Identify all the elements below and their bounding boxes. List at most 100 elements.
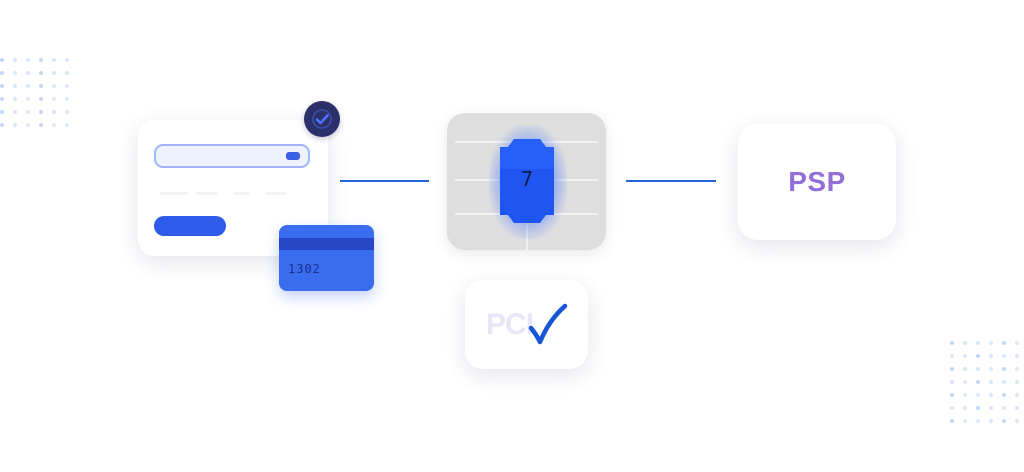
decorative-dot: [1015, 367, 1019, 371]
decorative-dot: [13, 84, 17, 88]
card-number: 1302: [288, 262, 321, 276]
decorative-dot: [963, 354, 967, 358]
dot-pattern-top-left: [0, 58, 69, 127]
decorative-dot: [963, 419, 967, 423]
decorative-dot: [65, 110, 69, 114]
decorative-dot: [950, 406, 954, 410]
decorative-dot: [976, 419, 980, 423]
decorative-dot: [989, 393, 993, 397]
decorative-dot: [1015, 341, 1019, 345]
decorative-dot: [65, 123, 69, 127]
pay-button[interactable]: [154, 216, 226, 236]
card-input-field[interactable]: [154, 144, 310, 168]
decorative-dot: [52, 97, 56, 101]
decorative-dot: [1002, 367, 1006, 371]
decorative-dot: [0, 84, 4, 88]
dot-pattern-bottom-right: [950, 341, 1019, 423]
decorative-dot: [65, 58, 69, 62]
decorative-dot: [39, 110, 43, 114]
decorative-dot: [950, 419, 954, 423]
decorative-dot: [26, 97, 30, 101]
decorative-dot: [989, 380, 993, 384]
decorative-dot: [0, 58, 4, 62]
decorative-dot: [39, 123, 43, 127]
decorative-dot: [1002, 354, 1006, 358]
decorative-dot: [963, 341, 967, 345]
decorative-dot: [1015, 393, 1019, 397]
decorative-dot: [13, 123, 17, 127]
decorative-dot: [39, 84, 43, 88]
decorative-dot: [963, 367, 967, 371]
decorative-dot: [989, 354, 993, 358]
decorative-dot: [0, 71, 4, 75]
connector-chip-to-psp: [626, 180, 716, 182]
decorative-dot: [52, 110, 56, 114]
decorative-dot: [989, 367, 993, 371]
decorative-dot: [1002, 406, 1006, 410]
decorative-dot: [989, 341, 993, 345]
decorative-dot: [13, 110, 17, 114]
decorative-dot: [26, 84, 30, 88]
decorative-dot: [976, 367, 980, 371]
decorative-dot: [976, 341, 980, 345]
decorative-dot: [963, 406, 967, 410]
decorative-dot: [13, 58, 17, 62]
decorative-dot: [976, 354, 980, 358]
decorative-dot: [13, 97, 17, 101]
psp-card: PSP: [738, 124, 896, 240]
decorative-dot: [65, 84, 69, 88]
pci-compliance-card: PCI: [465, 280, 588, 369]
placeholder-line: [266, 192, 286, 195]
credit-card: 1302: [279, 225, 374, 291]
decorative-dot: [950, 354, 954, 358]
decorative-dot: [52, 58, 56, 62]
decorative-dot: [0, 110, 4, 114]
decorative-dot: [1002, 419, 1006, 423]
decorative-dot: [950, 367, 954, 371]
decorative-dot: [26, 110, 30, 114]
decorative-dot: [26, 123, 30, 127]
pci-logo-text: PCI: [486, 308, 534, 341]
decorative-dot: [0, 123, 4, 127]
input-indicator-icon: [286, 152, 300, 160]
decorative-dot: [989, 419, 993, 423]
connector-form-to-chip: [340, 180, 429, 182]
decorative-dot: [976, 406, 980, 410]
decorative-dot: [13, 71, 17, 75]
decorative-dot: [52, 71, 56, 75]
decorative-dot: [963, 380, 967, 384]
decorative-dot: [1002, 341, 1006, 345]
magnetic-stripe: [279, 238, 374, 250]
decorative-dot: [989, 406, 993, 410]
decorative-dot: [52, 84, 56, 88]
chip-icon: 7: [500, 139, 554, 223]
decorative-dot: [976, 393, 980, 397]
decorative-dot: [39, 71, 43, 75]
decorative-dot: [39, 58, 43, 62]
decorative-dot: [1015, 380, 1019, 384]
decorative-dot: [0, 97, 4, 101]
secure-chip-card: 7: [447, 113, 606, 250]
decorative-dot: [950, 380, 954, 384]
decorative-dot: [950, 393, 954, 397]
decorative-dot: [65, 97, 69, 101]
decorative-dot: [976, 380, 980, 384]
decorative-dot: [39, 97, 43, 101]
decorative-dot: [1002, 393, 1006, 397]
checkmark-icon: [312, 109, 332, 129]
payment-form-card: [138, 120, 328, 256]
psp-label: PSP: [788, 166, 846, 197]
chip-digit: 7: [520, 167, 534, 191]
decorative-dot: [1015, 419, 1019, 423]
placeholder-line: [234, 192, 250, 195]
placeholder-line: [160, 192, 188, 195]
pci-checkmark-icon: [528, 303, 568, 345]
verified-check-badge: [304, 101, 340, 137]
placeholder-line: [196, 192, 218, 195]
decorative-dot: [950, 341, 954, 345]
decorative-dot: [963, 393, 967, 397]
decorative-dot: [26, 58, 30, 62]
decorative-dot: [65, 71, 69, 75]
decorative-dot: [26, 71, 30, 75]
